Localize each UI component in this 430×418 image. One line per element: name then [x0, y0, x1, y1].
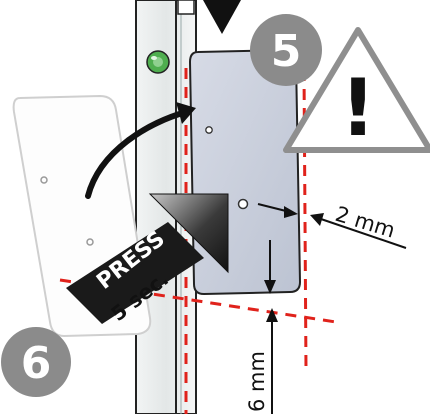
- down-arrow-icon: [203, 0, 241, 34]
- gap-dimension: [257, 203, 407, 249]
- warning-symbol: !: [340, 64, 376, 154]
- step-badge-5: 5: [250, 14, 322, 86]
- warning-icon: !: [283, 27, 430, 154]
- level-bubble-icon: [146, 50, 170, 74]
- press-arrow-icon: [66, 193, 229, 324]
- mounting-hole-icon: [237, 198, 249, 210]
- height-dimension-label: 6 mm: [245, 351, 269, 412]
- gap-dimension-label: 2 mm: [333, 202, 398, 243]
- height-dimension: [264, 240, 278, 414]
- step-badge-6: 6: [1, 327, 71, 397]
- step-number: 5: [271, 26, 302, 77]
- mounting-hole-icon: [205, 126, 213, 134]
- curved-motion-arrow-icon: [85, 102, 196, 199]
- mounting-plate: [188, 48, 302, 296]
- step-number: 6: [21, 338, 52, 389]
